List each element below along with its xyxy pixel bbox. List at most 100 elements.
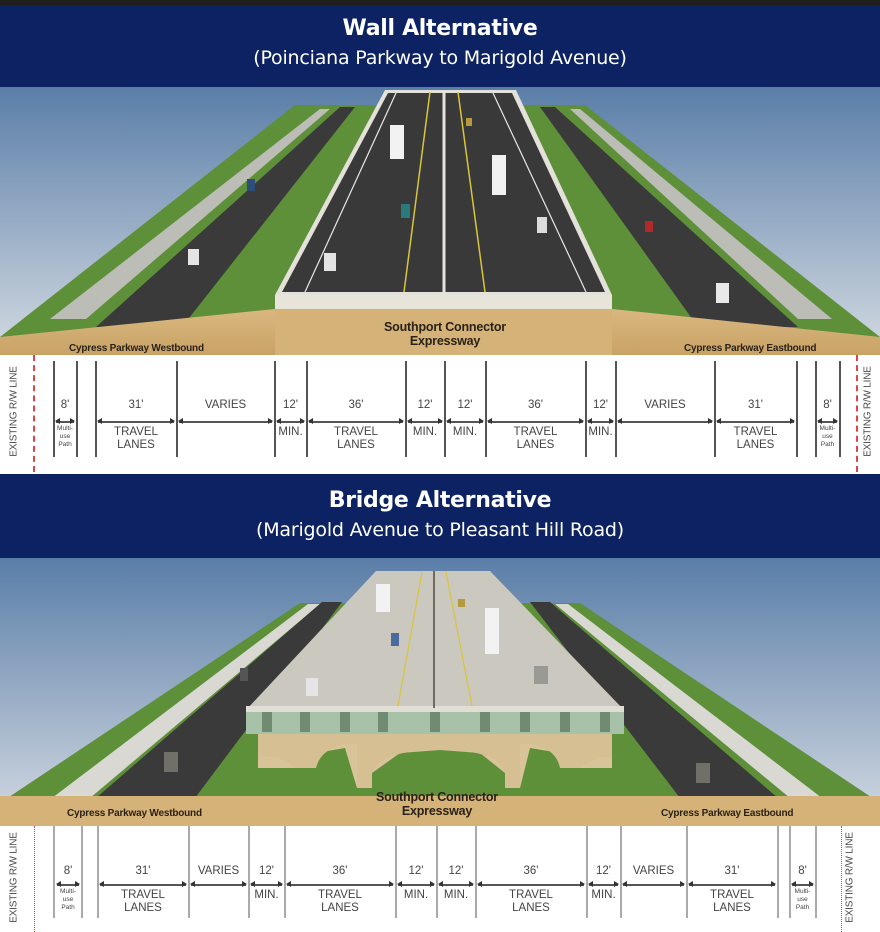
dim-segment-min-3: 12' MIN.	[445, 355, 485, 472]
dimension-arrow	[190, 881, 247, 887]
dimension-line	[796, 361, 798, 457]
bridge-alternative-rendering: Cypress Parkway Westbound Southport Conn…	[0, 558, 880, 826]
dimension-line	[306, 361, 308, 457]
dimension-arrow	[716, 418, 795, 424]
southport-expressway-label: Southport Connector Expressway	[360, 320, 530, 348]
cypress-eastbound-label: Cypress Parkway Eastbound	[661, 808, 794, 819]
dim-value: 12'	[593, 399, 608, 411]
dimension-line	[395, 826, 397, 918]
dim-desc: MIN.	[591, 889, 616, 901]
dimension-arrow	[250, 881, 283, 887]
bridge-alternative-subtitle: (Marigold Avenue to Pleasant Hill Road)	[256, 519, 624, 541]
dimension-line	[444, 361, 446, 457]
dim-value: 12'	[408, 865, 424, 877]
left-rw-line	[33, 355, 35, 472]
dimension-line	[815, 826, 817, 918]
dimension-line	[53, 826, 55, 918]
dimension-line	[176, 361, 178, 457]
dimension-arrow	[588, 881, 619, 887]
dimension-line	[76, 361, 78, 457]
dim-value: VARIES	[197, 865, 240, 877]
dim-segment-varies-left: VARIES	[189, 826, 248, 932]
dim-value: 12'	[259, 865, 274, 877]
dimension-arrow	[622, 881, 685, 887]
right-rw-label: EXISTING R/W LINE	[862, 366, 874, 457]
right-rw-label: EXISTING R/W LINE	[844, 832, 856, 923]
dimension-line	[284, 826, 286, 918]
dimension-arrow	[99, 881, 187, 887]
dimension-arrow	[446, 418, 484, 424]
dimension-line	[248, 826, 250, 918]
dim-desc: MIN.	[254, 889, 279, 901]
wall-alternative-title: Wall Alternative	[342, 16, 538, 41]
dimension-arrow	[97, 418, 175, 424]
dim-value: 8'	[63, 865, 73, 877]
expressway-label-line1: Southport Connector	[376, 790, 498, 804]
dim-value: 36'	[348, 399, 364, 411]
dim-segment-min-2: 12' MIN.	[396, 826, 436, 932]
left-rw-line	[34, 826, 35, 932]
dimension-line	[81, 826, 83, 918]
dim-value: 36'	[332, 865, 348, 877]
dimension-line	[839, 361, 841, 457]
dim-value: 12'	[417, 399, 433, 411]
dim-value: 31'	[748, 399, 763, 411]
left-rw-label: EXISTING R/W LINE	[8, 366, 20, 457]
dim-value: 12'	[283, 399, 298, 411]
dimension-line	[97, 826, 99, 918]
dimension-line	[95, 361, 97, 457]
dimension-line	[714, 361, 716, 457]
dimension-line	[789, 826, 791, 918]
expressway-label-line2: Expressway	[401, 804, 473, 818]
wall-alternative-subtitle: (Poinciana Parkway to Marigold Avenue)	[253, 47, 627, 69]
dim-value: VARIES	[632, 865, 675, 877]
dim-segment-min-2: 12' MIN.	[406, 355, 444, 472]
wall-alternative-banner: Wall Alternative (Poinciana Parkway to M…	[0, 5, 880, 87]
dim-value: VARIES	[204, 399, 247, 411]
dim-value: 36'	[523, 865, 539, 877]
dim-segment-min-4: 12' MIN.	[587, 826, 620, 932]
dim-value: VARIES	[644, 399, 686, 411]
right-rw-line	[841, 826, 842, 932]
dim-value: 31'	[128, 399, 144, 411]
dim-value: 36'	[528, 399, 543, 411]
dimension-arrow	[477, 881, 585, 887]
dimension-line	[586, 826, 588, 918]
cypress-westbound-label: Cypress Parkway Westbound	[67, 808, 202, 819]
expressway-label-line1: Southport Connector	[384, 320, 506, 334]
dimension-line	[686, 826, 688, 918]
bridge-alternative-banner: Bridge Alternative (Marigold Avenue to P…	[0, 474, 880, 558]
dimension-arrow	[276, 418, 305, 424]
dim-value: 12'	[596, 865, 611, 877]
dim-value: 12'	[448, 865, 464, 877]
dimension-line	[615, 361, 617, 457]
dimension-line	[585, 361, 587, 457]
dim-desc: MIN.	[443, 889, 469, 901]
dimension-arrow	[587, 418, 614, 424]
dimension-arrow	[688, 881, 776, 887]
dimension-line	[620, 826, 622, 918]
dim-segment-varies-left: VARIES	[177, 355, 274, 472]
wall-dimension-strip: EXISTING R/W LINE EXISTING R/W LINE 8' M…	[0, 355, 880, 472]
dim-desc: MIN.	[588, 426, 613, 438]
dim-value: 31'	[724, 865, 740, 877]
dimension-line	[405, 361, 407, 457]
dimension-arrow	[407, 418, 443, 424]
bridge-alternative-title: Bridge Alternative	[328, 488, 552, 513]
dim-segment-min-1: 12' MIN.	[275, 355, 306, 472]
dim-value: 12'	[457, 399, 473, 411]
dimension-line	[777, 826, 779, 918]
